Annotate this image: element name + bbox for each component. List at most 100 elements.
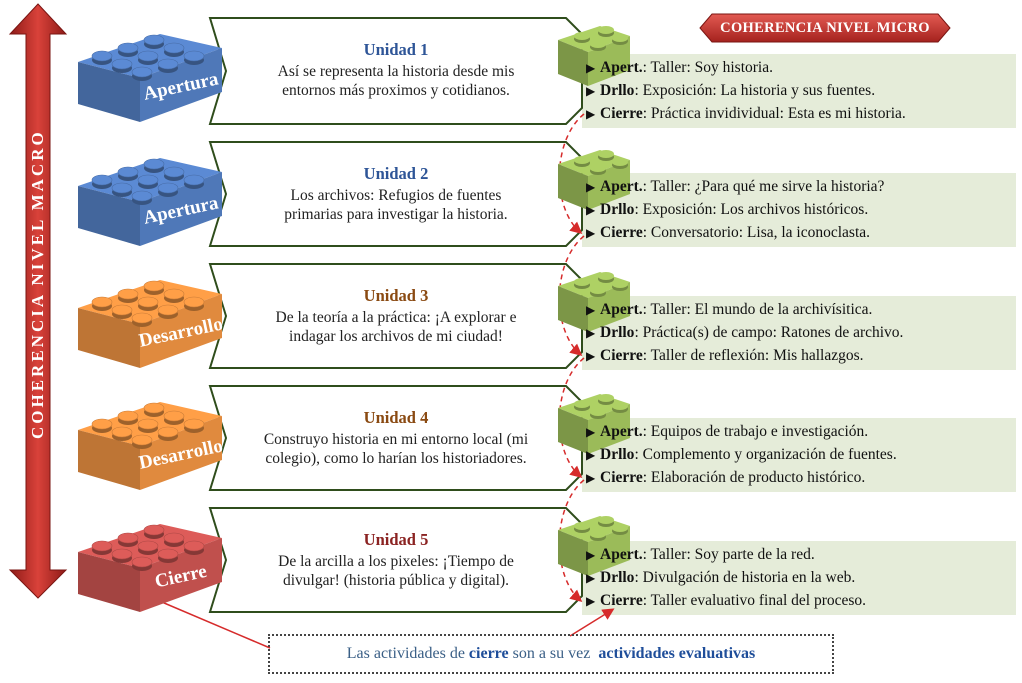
activity-text: : Taller: Soy parte de la red. <box>642 546 815 563</box>
activity-text: : Equipos de trabajo e investigación. <box>642 423 869 440</box>
micro-coherence-label: COHERENCIA NIVEL MICRO <box>720 20 930 36</box>
unit-text-1: Unidad 1 Así se representa la historia de… <box>228 40 564 100</box>
activity-phase-label: Drllo <box>600 201 635 218</box>
activity-row: ▶ Apert.: Taller: Soy parte de la red. <box>586 545 815 565</box>
activity-row: ▶ Drllo: Exposición: Los archivos históri… <box>586 200 868 220</box>
activity-phase-label: Cierre <box>600 224 643 241</box>
bullet-triangle-icon: ▶ <box>586 61 596 75</box>
bullet-triangle-icon: ▶ <box>586 203 596 217</box>
bullet-triangle-icon: ▶ <box>586 548 596 562</box>
unit-description-line: colegio), como lo harían los historiador… <box>265 450 527 467</box>
unit-title: Unidad 3 <box>363 286 429 305</box>
unit-boxes <box>208 17 583 613</box>
unit-description-line: primarias para investigar la historia. <box>284 206 508 223</box>
unit-text-3: Unidad 3 De la teoría a la práctica: ¡A e… <box>228 286 564 346</box>
activity-phase-label: Cierre <box>600 105 643 122</box>
activity-row: ▶ Apert.: Taller: El mundo de la archivís… <box>586 300 872 320</box>
unit-description-line: entornos más proximos y cotidianos. <box>282 82 510 99</box>
unit-description-line: divulgar! (historia pública y digital). <box>283 572 509 589</box>
activity-phase-label: Apert. <box>600 59 643 76</box>
activity-row: ▶ Drllo: Complemento y organización de fu… <box>586 445 897 465</box>
activity-phase-label: Cierre <box>600 592 643 609</box>
unit-title: Unidad 2 <box>363 164 429 183</box>
micro-brick-5 <box>558 516 630 576</box>
bullet-triangle-icon: ▶ <box>586 107 596 121</box>
unit-description-line: indagar los archivos de mi ciudad! <box>289 328 503 345</box>
evaluation-note: Las actividades de cierre son a su vez a… <box>268 634 834 674</box>
bullet-triangle-icon: ▶ <box>586 471 596 485</box>
note-text-2: son a su vez <box>508 645 595 662</box>
micro-brick-1 <box>558 26 630 86</box>
bullet-triangle-icon: ▶ <box>586 448 596 462</box>
macro-coherence-arrow <box>8 3 68 599</box>
activity-text: : Exposición: La historia y sus fuentes. <box>634 82 876 99</box>
unit-description-line: Así se representa la historia desde mis <box>277 63 515 80</box>
activity-phase-label: Apert. <box>600 178 643 195</box>
bullet-triangle-icon: ▶ <box>586 180 596 194</box>
unit-description-line: De la teoría a la práctica: ¡A explorar … <box>275 309 517 326</box>
activity-text: : Taller: Soy historia. <box>642 59 773 76</box>
activity-row: ▶ Cierre: Práctica invidividual: Esta es … <box>586 104 906 124</box>
phase-brick-1: Apertura <box>78 34 222 122</box>
activity-row: ▶ Drllo: Divulgación de historia en la we… <box>586 568 855 588</box>
bullet-triangle-icon: ▶ <box>586 226 596 240</box>
unit-text-4: Unidad 4 Construyo historia en mi entorno… <box>228 408 564 468</box>
phase-brick-4: Desarrollo <box>78 402 225 490</box>
note-emphasis-cierre: cierre <box>468 645 509 662</box>
activity-row: ▶ Cierre: Taller de reflexión: Mis hallaz… <box>586 346 863 366</box>
unit-text-5: Unidad 5 De la arcilla a los pixeles: ¡Ti… <box>228 530 564 590</box>
bullet-triangle-icon: ▶ <box>586 326 596 340</box>
activity-text: : Exposición: Los archivos históricos. <box>634 201 869 218</box>
macro-coherence-label: COHERENCIA NIVEL MACRO <box>28 129 47 439</box>
bullet-triangle-icon: ▶ <box>586 349 596 363</box>
micro-brick-2 <box>558 150 630 210</box>
activity-text: : Taller de reflexión: Mis hallazgos. <box>642 347 864 364</box>
bullet-triangle-icon: ▶ <box>586 594 596 608</box>
activity-text: : Elaboración de producto histórico. <box>642 469 866 486</box>
activity-text: : Taller evaluativo final del proceso. <box>642 592 867 609</box>
activity-text: : Complemento y organización de fuentes. <box>634 446 897 463</box>
activity-phase-label: Drllo <box>600 446 635 463</box>
phase-brick-2: Apertura <box>78 158 222 246</box>
activity-phase-label: Apert. <box>600 423 643 440</box>
activity-text: : Práctica invidividual: Esta es mi hist… <box>642 105 906 122</box>
bullet-triangle-icon: ▶ <box>586 425 596 439</box>
activity-bands <box>582 54 1016 615</box>
activity-row: ▶ Cierre: Conversatorio: Lisa, la iconocl… <box>586 223 870 243</box>
phase-brick-5: Cierre <box>78 524 222 612</box>
unit-text-2: Unidad 2 Los archivos: Refugios de fuente… <box>228 164 564 224</box>
activity-phase-label: Drllo <box>600 569 635 586</box>
micro-coherence-banner <box>699 13 951 43</box>
note-pointer-arrows <box>147 594 615 649</box>
unit-description-line: Construyo historia en mi entorno local (… <box>263 431 529 448</box>
bullet-triangle-icon: ▶ <box>586 571 596 585</box>
activity-phase-label: Drllo <box>600 82 635 99</box>
unit-title: Unidad 1 <box>363 40 429 59</box>
bullet-triangle-icon: ▶ <box>586 303 596 317</box>
activity-row: ▶ Drllo: Práctica(s) de campo: Ratones de… <box>586 323 903 343</box>
activity-text: : Taller: El mundo de la archivísitica. <box>642 301 873 318</box>
unit-title: Unidad 4 <box>363 408 429 427</box>
activity-phase-label: Cierre <box>600 347 643 364</box>
activity-row: ▶ Apert.: Taller: ¿Para qué me sirve la h… <box>586 177 884 197</box>
activity-row: ▶ Apert.: Taller: Soy historia. <box>586 58 773 78</box>
activity-phase-label: Cierre <box>600 469 643 486</box>
unit-title: Unidad 5 <box>363 530 429 549</box>
activity-phase-label: Drllo <box>600 324 635 341</box>
activity-row: ▶ Drllo: Exposición: La historia y sus fu… <box>586 81 875 101</box>
activity-row: ▶ Cierre: Taller evaluativo final del pro… <box>586 591 866 611</box>
unit-description-line: Los archivos: Refugios de fuentes <box>290 187 502 204</box>
activity-phase-label: Apert. <box>600 546 643 563</box>
activity-text: : Taller: ¿Para qué me sirve la historia… <box>642 178 885 195</box>
activity-text: : Práctica(s) de campo: Ratones de archi… <box>634 324 904 341</box>
activity-phase-label: Apert. <box>600 301 643 318</box>
activity-text: : Divulgación de historia en la web. <box>634 569 856 586</box>
unit-description-line: De la arcilla a los pixeles: ¡Tiempo de <box>278 553 514 570</box>
micro-brick-3 <box>558 272 630 332</box>
bullet-triangle-icon: ▶ <box>586 84 596 98</box>
phase-brick-3: Desarrollo <box>78 280 225 368</box>
note-text-1: Las actividades de <box>346 645 469 662</box>
activity-text: : Conversatorio: Lisa, la iconoclasta. <box>642 224 871 241</box>
